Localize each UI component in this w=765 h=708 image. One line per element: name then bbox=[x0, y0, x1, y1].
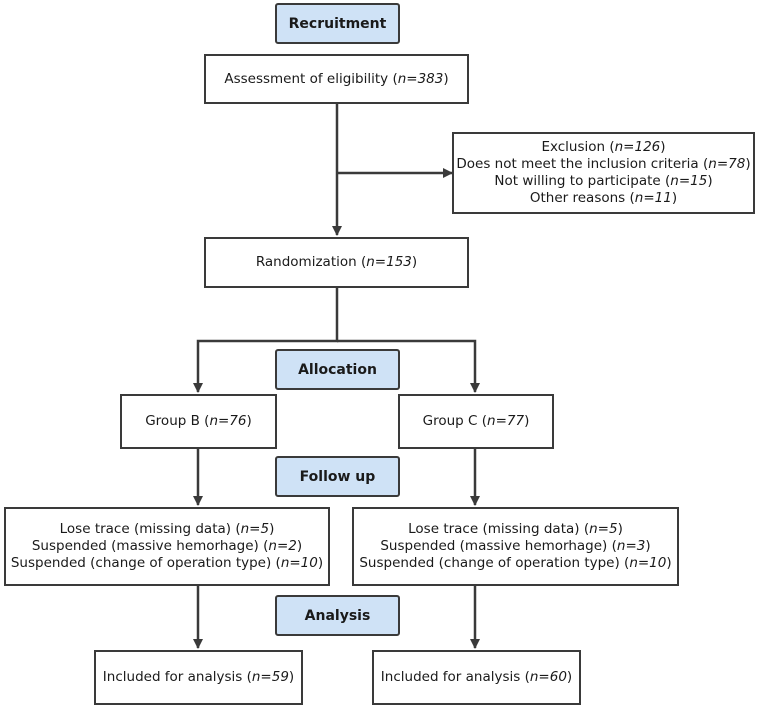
group-c-box: Group C (n=77) bbox=[398, 394, 554, 449]
assessment-text: Assessment of eligibility (n=383) bbox=[224, 70, 449, 87]
exclusion-title-count: n=126 bbox=[614, 139, 661, 155]
group-b-text: Group B (n=76) bbox=[145, 413, 252, 429]
exclusion-reason: Other reasons (n=11) bbox=[529, 190, 678, 206]
assessment-count: n=383 bbox=[397, 70, 444, 87]
stage-allocation: Allocation bbox=[275, 349, 400, 390]
stage-recruitment: Recruitment bbox=[275, 3, 400, 44]
stage-allocation-label: Allocation bbox=[298, 361, 377, 378]
analysis-group-b-label: Included for analysis bbox=[102, 669, 243, 685]
group-b-box: Group B (n=76) bbox=[120, 394, 277, 449]
follow-up-item-count: n=3 bbox=[616, 538, 646, 554]
follow-up-group-b-box: Lose trace (missing data) (n=5) Suspende… bbox=[4, 507, 330, 586]
exclusion-reason-count: n=11 bbox=[634, 190, 672, 206]
assessment-label: Assessment of eligibility bbox=[224, 70, 389, 87]
exclusion-reason-label: Other reasons bbox=[529, 190, 626, 206]
stage-recruitment-label: Recruitment bbox=[288, 15, 387, 32]
follow-up-item: Suspended (massive hemorhage) (n=3) bbox=[380, 538, 651, 554]
group-b-count: n=76 bbox=[209, 413, 247, 429]
randomization-box: Randomization (n=153) bbox=[204, 237, 469, 288]
follow-up-item: Suspended (change of operation type) (n=… bbox=[10, 555, 324, 571]
assessment-box: Assessment of eligibility (n=383) bbox=[204, 54, 469, 104]
follow-up-item: Suspended (massive hemorhage) (n=2) bbox=[31, 538, 303, 554]
follow-up-item-count: n=5 bbox=[589, 521, 618, 537]
randomization-split-line-right bbox=[337, 339, 480, 393]
group-c-label: Group C bbox=[422, 413, 478, 429]
exclusion-reason-label: Not willing to participate bbox=[494, 173, 661, 189]
follow-up-item-count: n=5 bbox=[240, 521, 270, 537]
group-b-label: Group B bbox=[145, 413, 200, 429]
stage-follow-up: Follow up bbox=[275, 456, 400, 497]
exclusion-title: Exclusion (n=126) bbox=[541, 139, 666, 155]
exclusion-reason-count: n=78 bbox=[708, 156, 746, 172]
exclusion-reason-label: Does not meet the inclusion criteria bbox=[456, 156, 699, 172]
exclusion-title-label: Exclusion bbox=[541, 139, 606, 155]
analysis-group-c-text: Included for analysis (n=60) bbox=[380, 669, 573, 685]
follow-up-item: Lose trace (missing data) (n=5) bbox=[59, 521, 275, 537]
analysis-group-c-box: Included for analysis (n=60) bbox=[372, 650, 581, 705]
randomization-label: Randomization bbox=[255, 254, 357, 270]
analysis-group-b-count: n=59 bbox=[251, 669, 289, 685]
group-c-text: Group C (n=77) bbox=[422, 413, 530, 429]
follow-up-item-label: Suspended (change of operation type) bbox=[10, 555, 272, 571]
analysis-group-b-box: Included for analysis (n=59) bbox=[94, 650, 303, 705]
randomization-text: Randomization (n=153) bbox=[255, 254, 418, 270]
follow-up-item-label: Lose trace (missing data) bbox=[408, 521, 580, 537]
group-c-count: n=77 bbox=[487, 413, 525, 429]
exclusion-reason: Does not meet the inclusion criteria (n=… bbox=[456, 156, 751, 172]
exclusion-reason: Not willing to participate (n=15) bbox=[494, 173, 713, 189]
stage-analysis-label: Analysis bbox=[304, 607, 371, 624]
stage-follow-up-label: Follow up bbox=[299, 468, 376, 485]
exclusion-reason-count: n=15 bbox=[670, 173, 708, 189]
analysis-group-c-label: Included for analysis bbox=[380, 669, 521, 685]
stage-analysis: Analysis bbox=[275, 595, 400, 636]
follow-up-item: Lose trace (missing data) (n=5) bbox=[408, 521, 623, 537]
analysis-group-c-count: n=60 bbox=[529, 669, 567, 685]
follow-up-item-label: Suspended (massive hemorhage) bbox=[380, 538, 608, 554]
follow-up-item: Suspended (change of operation type) (n=… bbox=[359, 555, 672, 571]
follow-up-item-label: Suspended (change of operation type) bbox=[359, 555, 620, 571]
follow-up-group-c-box: Lose trace (missing data) (n=5) Suspende… bbox=[352, 507, 679, 586]
follow-up-item-label: Suspended (massive hemorhage) bbox=[31, 538, 259, 554]
randomization-split-line bbox=[193, 288, 339, 393]
follow-up-item-count: n=10 bbox=[629, 555, 667, 571]
analysis-group-b-text: Included for analysis (n=59) bbox=[102, 669, 295, 685]
follow-up-item-label: Lose trace (missing data) bbox=[59, 521, 232, 537]
randomization-count: n=153 bbox=[366, 254, 412, 270]
follow-up-item-count: n=2 bbox=[268, 538, 297, 554]
follow-up-item-count: n=10 bbox=[280, 555, 318, 571]
exclusion-box: Exclusion (n=126) Does not meet the incl… bbox=[452, 132, 755, 214]
